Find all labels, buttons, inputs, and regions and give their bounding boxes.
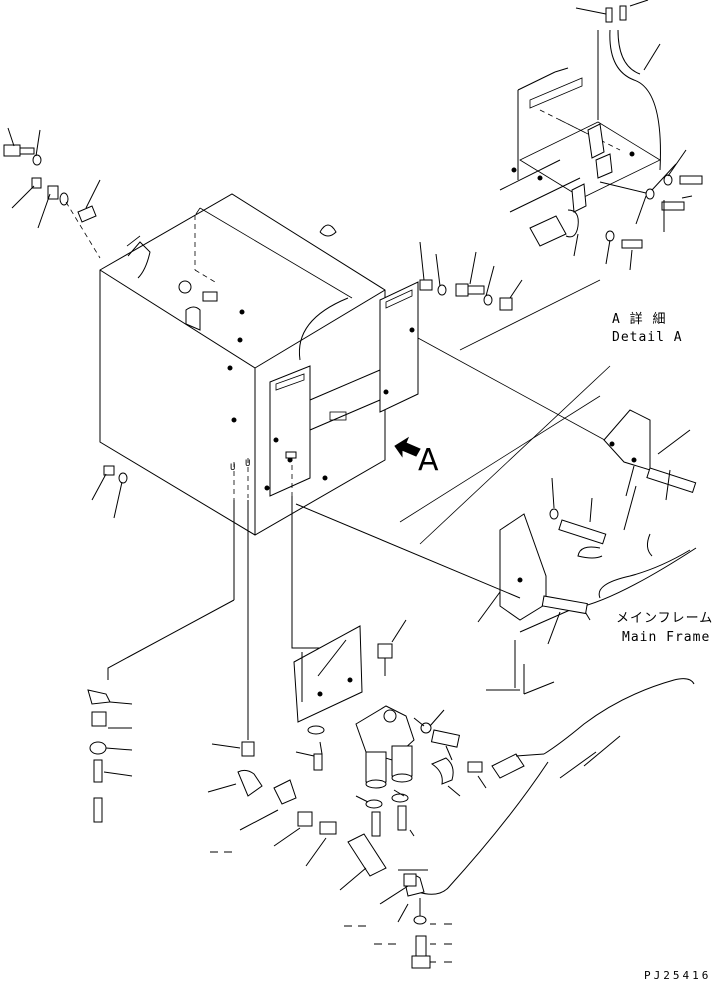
fuel-filter-assembly bbox=[293, 619, 695, 895]
filter-side-fittings bbox=[295, 725, 325, 771]
center-fitting-chain bbox=[207, 741, 387, 891]
view-a-arrow bbox=[394, 436, 421, 458]
ref-mark: U bbox=[245, 459, 250, 469]
fuel-lines: U U bbox=[107, 451, 521, 740]
left-fitting-stack bbox=[87, 689, 133, 823]
rear-bracket-bolts bbox=[419, 241, 523, 311]
main-frame-label-en: Main Frame bbox=[622, 630, 711, 645]
detail-a-label-ja: A 詳 細 bbox=[612, 312, 667, 327]
sensor-harness-assembly bbox=[499, 0, 703, 271]
detail-a-assembly bbox=[399, 279, 697, 695]
tank-mounting-bracket-rear bbox=[309, 281, 419, 431]
main-frame-label-ja: メインフレーム bbox=[616, 611, 714, 626]
ref-mark: U bbox=[230, 463, 235, 473]
bottom-clamp-and-bolt bbox=[344, 869, 452, 969]
view-a-letter: A bbox=[418, 443, 439, 478]
drawing-code: PJ25416 bbox=[644, 969, 712, 982]
fuel-tank bbox=[99, 193, 386, 536]
tank-mounting-bracket-front bbox=[269, 365, 311, 497]
filler-cap-parts bbox=[3, 127, 101, 259]
detail-a-label-en: Detail A bbox=[612, 330, 683, 345]
drain-plug bbox=[91, 465, 128, 519]
